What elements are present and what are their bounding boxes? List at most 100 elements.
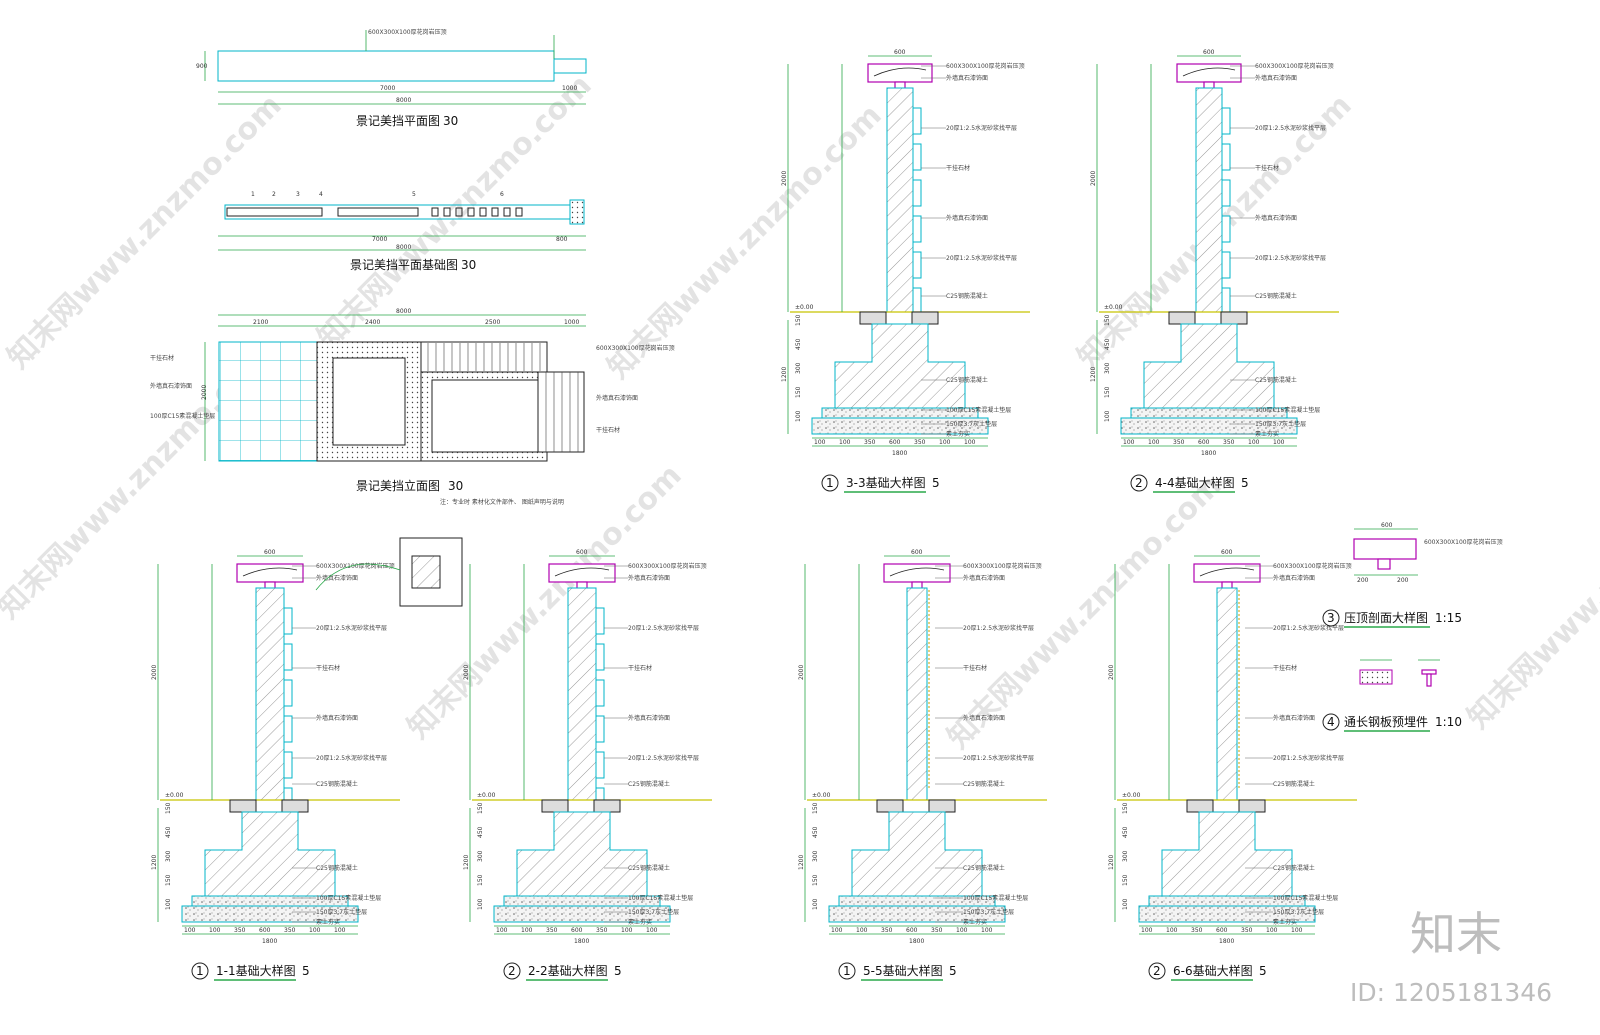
material-callout: 外墙真石漆饰面 (628, 574, 670, 582)
footing (1161, 811, 1293, 897)
dim-base-width: 1800 (909, 938, 924, 945)
dim-side-part: 300 (1104, 362, 1111, 374)
material-callout: 外墙真石漆饰面 (316, 574, 358, 582)
dim-side-part: 100 (477, 898, 484, 910)
dim-base-part: 350 (284, 927, 296, 934)
elevation: 8000 2100 2400 2500 1000 2000 干挂石材 (150, 308, 675, 506)
material-callout: 外墙真石漆饰面 (1273, 714, 1315, 722)
detail-cap: 600 200 200 600X300X100厚花岗岩压顶 3 压顶剖面大样图 … (1322, 522, 1503, 628)
dim-side-part: 150 (795, 386, 802, 398)
dim-footing: 1200 (798, 855, 805, 870)
dim-base-part: 600 (1216, 927, 1228, 934)
gravel-bed (1120, 417, 1298, 435)
detail-cap-scale: 1:15 (1435, 611, 1462, 625)
plinth-block (876, 799, 904, 813)
dim-side-part: 300 (165, 850, 172, 862)
dim-base-part: 600 (889, 439, 901, 446)
dim-height: 2000 (463, 665, 470, 680)
watermark: 知末网www.znzmo.com (601, 98, 889, 386)
dim-side-part: 300 (812, 850, 819, 862)
cap-dim-a: 200 (1357, 577, 1369, 584)
dim-base-part: 100 (964, 439, 976, 446)
section-mark-1: 1 (251, 191, 255, 198)
section-number-badge (191, 962, 209, 980)
section-title: 1-1基础大样图 (216, 963, 296, 978)
dim-base-part: 100 (1248, 439, 1260, 446)
dim-base-part: 100 (831, 927, 843, 934)
dim-side-part: 450 (477, 826, 484, 838)
material-callout: 素土夯实 (1273, 918, 1297, 926)
wall-body (1195, 87, 1223, 313)
section-number-badge (838, 962, 856, 980)
elev-callout-d: 600X300X100厚花岗岩压顶 (596, 344, 675, 352)
material-callout: C25钢筋混凝土 (1255, 292, 1297, 300)
dim-side-part: 450 (165, 826, 172, 838)
coping-cap (1176, 63, 1242, 83)
elev-callout-e: 外墙真石漆饰面 (596, 394, 638, 402)
material-callout: C25钢筋混凝土 (1273, 780, 1315, 788)
section-scale: 5 (1241, 476, 1249, 490)
dim-side-part: 300 (795, 362, 802, 374)
coping-cap (236, 563, 304, 583)
elev-dim-height: 2000 (201, 385, 208, 400)
dim-side-part: 150 (812, 874, 819, 886)
footing (834, 323, 966, 409)
material-callout: 600X300X100厚花岗岩压顶 (316, 562, 395, 570)
elev-dim-c: 2500 (485, 319, 500, 326)
dim-base-part: 350 (914, 439, 926, 446)
section-mark-6: 6 (500, 191, 504, 198)
dim-base-part: 100 (646, 927, 658, 934)
fplan-dim-length: 7000 (372, 236, 387, 243)
gravel-bed (811, 417, 989, 435)
dim-base-part: 350 (546, 927, 558, 934)
material-callout: 干挂石材 (946, 164, 970, 172)
dim-base-width: 1800 (574, 938, 589, 945)
dim-height: 2000 (781, 171, 788, 186)
section-number: 2 (1135, 476, 1143, 490)
section-number: 2 (1153, 964, 1161, 978)
material-callout: 外墙真石漆饰面 (1255, 74, 1297, 82)
dim-footing: 1200 (1108, 855, 1115, 870)
elev-callout-c: 100厚C15素混凝土垫层 (150, 412, 215, 420)
material-callout: 600X300X100厚花岗岩压顶 (628, 562, 707, 570)
plinth-block (541, 799, 569, 813)
material-callout: 素土夯实 (963, 918, 987, 926)
plan-callout: 600X300X100厚花岗岩压顶 (368, 28, 447, 36)
section-number-badge (1130, 474, 1148, 492)
inset-detail (315, 537, 463, 607)
plinth-block (859, 311, 887, 325)
material-callout: 600X300X100厚花岗岩压顶 (946, 62, 1025, 70)
plinth-block (1220, 311, 1248, 325)
material-callout: 600X300X100厚花岗岩压顶 (1273, 562, 1352, 570)
coping-cap (1193, 563, 1261, 583)
dim-side-part: 100 (1122, 898, 1129, 910)
coping-cap (883, 563, 951, 583)
material-callout: C25钢筋混凝土 (946, 292, 988, 300)
plan-view-scale: 30 (443, 114, 458, 128)
dim-side-part: 150 (1122, 802, 1129, 814)
detail-plate: 4 通长钢板预埋件 1:10 (1322, 659, 1462, 732)
elevation-mark: ±0.00 (477, 792, 496, 799)
dim-side-part: 100 (812, 898, 819, 910)
section-mark-4: 4 (319, 191, 323, 198)
brand-logo: 知末 (1410, 907, 1502, 961)
dim-base-part: 100 (956, 927, 968, 934)
dim-base-part: 350 (234, 927, 246, 934)
plinth-block (281, 799, 309, 813)
plinth-block (229, 799, 257, 813)
dim-base-part: 100 (1123, 439, 1135, 446)
dim-base-width: 1800 (262, 938, 277, 945)
section-number-badge (821, 474, 839, 492)
plan-view: 7000 8000 1000 900 600X300X100厚花岗岩压顶 景记美… (196, 28, 587, 128)
watermark: 知末网www.znzmo.com (311, 68, 599, 356)
dim-side-part: 150 (165, 874, 172, 886)
dim-base-part: 100 (184, 927, 196, 934)
dim-footing: 1200 (781, 367, 788, 382)
dim-base-part: 100 (1166, 927, 1178, 934)
dim-footing: 1200 (151, 855, 158, 870)
material-callout: 150厚3:7灰土垫层 (316, 908, 367, 916)
section-scale: 5 (1259, 964, 1267, 978)
section-number: 1 (196, 964, 204, 978)
